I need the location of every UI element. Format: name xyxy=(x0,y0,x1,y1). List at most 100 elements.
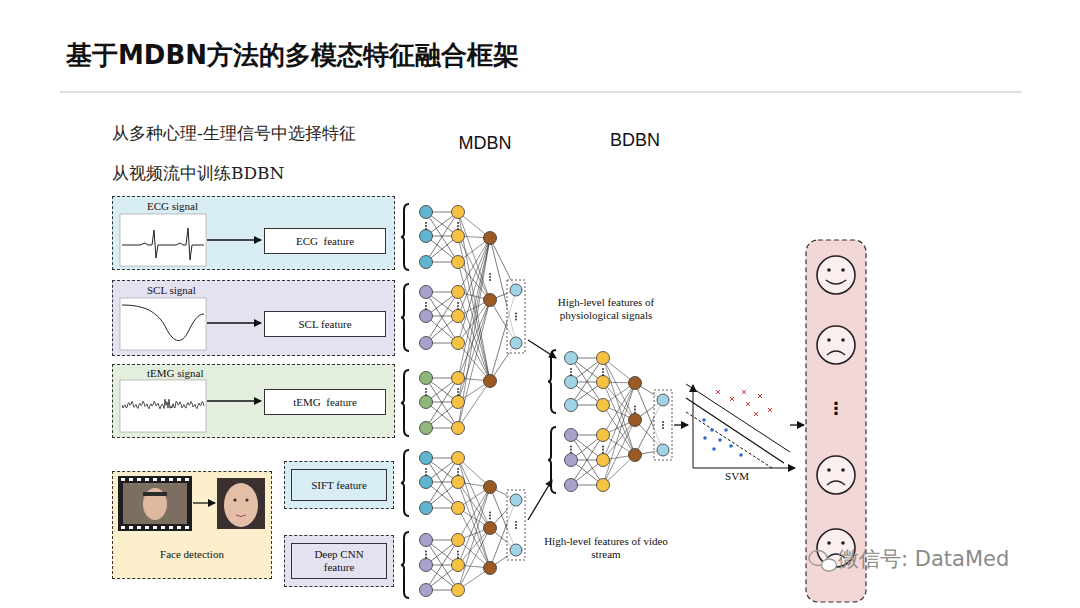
network-link xyxy=(426,540,458,565)
feature-group-box: Deep CNN feature xyxy=(284,535,394,587)
ellipsis-dot xyxy=(662,424,664,426)
network-link xyxy=(490,290,516,381)
ellipsis-dot xyxy=(570,374,572,376)
network-link xyxy=(571,382,603,405)
emotion-column xyxy=(806,240,866,602)
neuron xyxy=(597,376,610,389)
plot-axis xyxy=(693,468,795,469)
feature-group-box: SIFT feature xyxy=(284,461,394,509)
ellipsis-dot xyxy=(457,302,459,304)
network-link xyxy=(458,300,490,343)
temg-waveform xyxy=(122,399,204,409)
feature-label: Deep CNN feature xyxy=(291,543,387,579)
neuron xyxy=(452,584,465,597)
network-link xyxy=(490,487,516,500)
face-eye xyxy=(827,338,831,342)
face-shape xyxy=(143,488,167,520)
arrow-line xyxy=(193,502,215,503)
ellipsis-dot xyxy=(425,225,427,227)
ellipsis-dot xyxy=(570,449,572,451)
class-dot xyxy=(729,444,733,448)
ellipsis-dot xyxy=(457,308,459,310)
ellipsis-dot xyxy=(457,391,459,393)
network-link xyxy=(571,358,603,405)
ellipsis-dot xyxy=(425,551,427,553)
neuron xyxy=(565,352,578,365)
ellipsis-dot xyxy=(634,409,636,411)
ellipsis-dot xyxy=(515,524,517,526)
feature-label: SIFT feature xyxy=(291,469,387,501)
network-link xyxy=(458,565,490,568)
output-layer-box xyxy=(654,390,672,460)
network-link xyxy=(571,460,603,461)
class-cross xyxy=(716,390,720,394)
network-link xyxy=(490,500,516,528)
film-hole xyxy=(153,478,157,481)
neuron xyxy=(484,294,497,307)
network-link xyxy=(426,212,458,262)
network-link xyxy=(426,262,458,263)
feature-box: ECG feature xyxy=(264,228,386,254)
network-link xyxy=(426,458,458,482)
film-hole xyxy=(137,526,141,529)
network-link xyxy=(635,400,663,455)
panel-heading: ECG signal xyxy=(147,200,198,212)
network-link xyxy=(635,383,663,400)
ellipsis-mark: ⋮ xyxy=(826,398,846,424)
ellipsis-dot xyxy=(602,446,604,448)
network-link xyxy=(571,382,603,405)
signal-thumbnail xyxy=(120,214,206,266)
network-link xyxy=(490,528,516,550)
film-hole xyxy=(161,526,165,529)
film-strip xyxy=(118,476,192,531)
face-eye xyxy=(233,498,236,501)
neuron xyxy=(420,559,433,572)
network-link xyxy=(458,262,490,381)
neuron xyxy=(452,310,465,323)
neuron xyxy=(420,452,433,465)
network-link xyxy=(603,405,635,455)
classifier-name: SVM xyxy=(712,470,762,486)
network-link xyxy=(426,565,458,590)
ellipsis-dot xyxy=(570,446,572,448)
neuron xyxy=(565,399,578,412)
neuron xyxy=(420,396,433,409)
neuron xyxy=(657,444,669,456)
arrow-line xyxy=(790,424,804,425)
film-hole xyxy=(177,526,181,529)
network-link xyxy=(458,212,490,381)
film-hole xyxy=(129,478,133,481)
network-link xyxy=(458,238,490,402)
neuron xyxy=(510,284,522,296)
film-hole xyxy=(185,478,189,481)
network-link xyxy=(426,316,458,343)
ellipsis-dot xyxy=(425,228,427,230)
network-link xyxy=(571,435,603,436)
neuron xyxy=(565,479,578,492)
ellipsis-dot xyxy=(425,554,427,556)
film-hole xyxy=(169,526,173,529)
ellipsis-dot xyxy=(425,468,427,470)
network-link xyxy=(458,482,490,487)
network-link xyxy=(426,212,458,236)
face-eye xyxy=(841,338,845,342)
network-link xyxy=(458,212,490,300)
network-link xyxy=(426,482,458,508)
network-link xyxy=(458,487,490,508)
network-link xyxy=(571,358,603,359)
network-link xyxy=(426,212,458,236)
arrow-line xyxy=(674,424,688,425)
face-eye xyxy=(827,268,831,272)
curly-brace xyxy=(401,450,409,516)
face-eye xyxy=(827,541,831,545)
network-link xyxy=(458,236,490,381)
network-link xyxy=(458,458,490,487)
network-link xyxy=(603,420,635,460)
ellipsis-dot xyxy=(515,313,517,315)
signal-thumbnail xyxy=(120,298,206,350)
curly-brace xyxy=(401,204,409,270)
network-link xyxy=(458,487,490,590)
face-eye xyxy=(841,541,845,545)
ellipsis-dot xyxy=(489,273,491,275)
class-dot xyxy=(710,428,714,432)
